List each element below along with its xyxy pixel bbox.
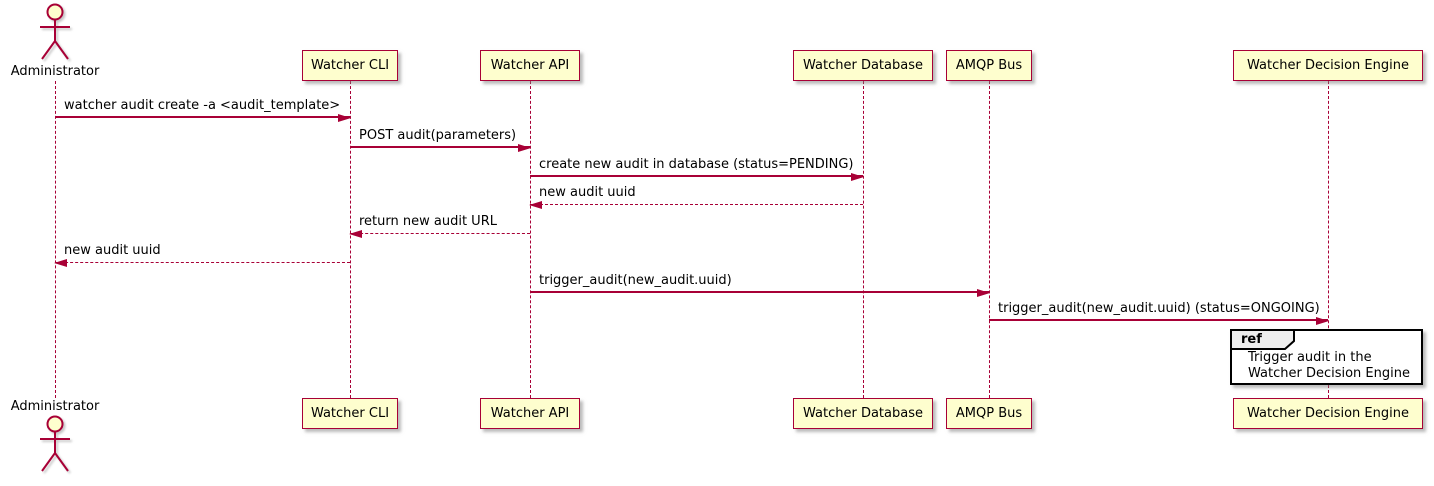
lifeline-watcher-database xyxy=(863,81,864,398)
ref-text-line-2: Watcher Decision Engine xyxy=(1248,366,1410,381)
lifeline-watcher-cli xyxy=(350,81,351,398)
participant-watcher-cli-bottom: Watcher CLI xyxy=(302,398,398,429)
participant-watcher-api-bottom: Watcher API xyxy=(480,398,580,429)
message-label: new audit uuid xyxy=(539,185,636,200)
message-line xyxy=(55,262,350,263)
message-line xyxy=(530,204,863,205)
actor-label-administrator-top: Administrator xyxy=(10,64,100,79)
arrowhead-right-icon xyxy=(518,144,531,152)
arrowhead-left-icon xyxy=(349,230,362,238)
actor-label-administrator-bottom: Administrator xyxy=(10,399,100,414)
actor-icon-administrator-top xyxy=(40,3,70,60)
ref-tab-shape xyxy=(1230,329,1295,350)
participant-watcher-decision-engine-bottom: Watcher Decision Engine xyxy=(1233,398,1423,429)
message-label: return new audit URL xyxy=(359,214,497,229)
lifeline-administrator xyxy=(55,81,56,398)
participant-watcher-api-top: Watcher API xyxy=(480,50,580,81)
message-new-audit-uuid-to-admin: new audit uuid xyxy=(54,243,350,267)
participant-amqp-bus-top: AMQP Bus xyxy=(946,50,1032,81)
message-new-audit-uuid-return: new audit uuid xyxy=(529,185,863,209)
message-label: trigger_audit(new_audit.uuid) (status=ON… xyxy=(998,301,1320,316)
message-line xyxy=(530,175,863,177)
message-trigger-audit: trigger_audit(new_audit.uuid) xyxy=(530,273,990,297)
ref-text-line-1: Trigger audit in the xyxy=(1248,350,1372,365)
arrowhead-right-icon xyxy=(1316,317,1329,325)
participant-watcher-database-bottom: Watcher Database xyxy=(793,398,933,429)
message-label: create new audit in database (status=PEN… xyxy=(539,157,854,172)
message-create-new-audit: create new audit in database (status=PEN… xyxy=(530,157,864,181)
message-return-new-audit-url: return new audit URL xyxy=(349,214,530,238)
message-trigger-audit-ongoing: trigger_audit(new_audit.uuid) (status=ON… xyxy=(989,301,1329,325)
actor-icon-administrator-bottom xyxy=(40,415,70,472)
lifeline-watcher-decision-engine xyxy=(1328,81,1329,398)
participant-watcher-database-top: Watcher Database xyxy=(793,50,933,81)
message-line xyxy=(350,233,530,234)
arrowhead-right-icon xyxy=(338,114,351,122)
message-line xyxy=(55,116,350,118)
ref-keyword: ref xyxy=(1241,332,1262,347)
message-line xyxy=(350,146,530,148)
lifeline-watcher-api xyxy=(530,81,531,398)
participant-watcher-decision-engine-top: Watcher Decision Engine xyxy=(1233,50,1423,81)
lifeline-amqp-bus xyxy=(989,81,990,398)
message-label: POST audit(parameters) xyxy=(359,128,517,143)
message-watcher-audit-create: watcher audit create -a <audit_template> xyxy=(55,98,351,122)
message-line xyxy=(530,291,989,293)
participant-amqp-bus-bottom: AMQP Bus xyxy=(946,398,1032,429)
participant-watcher-cli-top: Watcher CLI xyxy=(302,50,398,81)
arrowhead-left-icon xyxy=(54,259,67,267)
arrowhead-right-icon xyxy=(851,173,864,181)
message-label: watcher audit create -a <audit_template> xyxy=(64,98,341,113)
message-line xyxy=(989,319,1328,321)
arrowhead-left-icon xyxy=(529,201,542,209)
message-label: new audit uuid xyxy=(64,243,161,258)
ref-fragment: ref Trigger audit in the Watcher Decisio… xyxy=(1230,329,1423,385)
arrowhead-right-icon xyxy=(977,289,990,297)
message-post-audit: POST audit(parameters) xyxy=(350,128,531,152)
message-label: trigger_audit(new_audit.uuid) xyxy=(539,273,732,288)
